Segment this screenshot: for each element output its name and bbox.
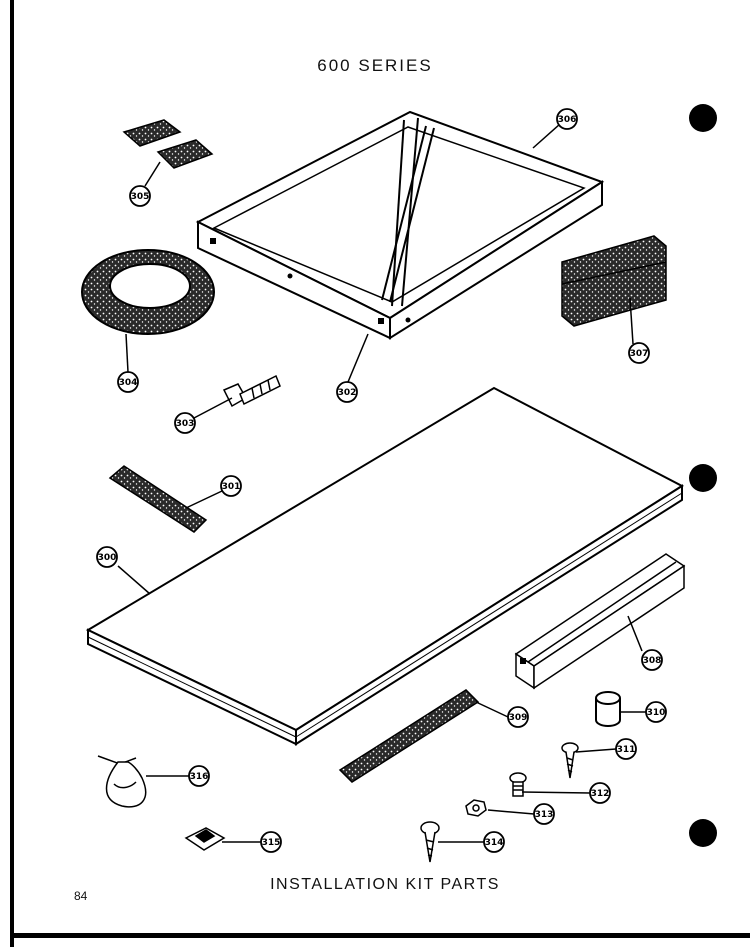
callout-circle <box>174 412 196 434</box>
callout-label: 302 <box>338 388 357 398</box>
callout-300: 300 <box>96 546 118 568</box>
spacer-drawing <box>595 691 621 727</box>
callout-label: 315 <box>262 838 281 848</box>
foam-pads-drawing <box>122 119 214 169</box>
callout-circle <box>260 831 282 853</box>
callout-label: 307 <box>630 349 649 359</box>
callout-circle <box>615 738 637 760</box>
callout-305: 305 <box>129 185 151 207</box>
channel-drawing <box>514 553 686 690</box>
callout-314: 314 <box>483 831 505 853</box>
callout-label: 313 <box>535 810 554 820</box>
callout-308: 308 <box>641 649 663 671</box>
callout-310: 310 <box>645 701 667 723</box>
panel-drawing <box>85 386 685 746</box>
part-callouts: 300 301 302 303 304 305 306 307 308 309 310 311 312 3… <box>96 108 667 853</box>
callout-315: 315 <box>260 831 282 853</box>
callout-label: 312 <box>591 789 610 799</box>
screw-311-drawing <box>561 742 579 779</box>
callout-label: 304 <box>119 378 138 388</box>
punch-hole-bottom <box>689 819 717 847</box>
callout-circle <box>589 782 611 804</box>
callout-circle <box>641 649 663 671</box>
callout-circle <box>533 803 555 825</box>
callout-label: 310 <box>647 708 666 718</box>
leader-lines <box>117 123 646 843</box>
callout-307: 307 <box>628 342 650 364</box>
callout-label: 316 <box>190 772 209 782</box>
callout-label: 305 <box>131 192 150 202</box>
callout-304: 304 <box>117 371 139 393</box>
page-number: 84 <box>74 889 88 903</box>
page-left-border <box>10 0 14 947</box>
callout-309: 309 <box>507 706 529 728</box>
page-bottom-border <box>10 933 750 938</box>
callout-label: 308 <box>643 656 662 666</box>
callout-circle <box>645 701 667 723</box>
callout-circle <box>117 371 139 393</box>
callout-label: 300 <box>98 553 117 563</box>
callout-label: 303 <box>176 419 195 429</box>
callout-312: 312 <box>589 782 611 804</box>
parts-bag-drawing <box>97 755 147 808</box>
screw-314-drawing <box>420 821 440 863</box>
foam-strip-drawing <box>108 465 208 533</box>
callout-circle <box>220 475 242 497</box>
nut-drawing <box>465 799 487 817</box>
callout-303: 303 <box>174 412 196 434</box>
punch-hole-top <box>689 104 717 132</box>
diagram-title: 600 SERIES <box>317 56 433 75</box>
clip-drawing <box>184 827 226 851</box>
punch-hole-middle <box>689 464 717 492</box>
diagram-caption: INSTALLATION KIT PARTS <box>270 876 500 893</box>
callout-311: 311 <box>615 738 637 760</box>
callout-label: 301 <box>222 482 241 492</box>
callout-circle <box>188 765 210 787</box>
seal-strip-drawing <box>338 689 480 783</box>
callout-circle <box>628 342 650 364</box>
callout-label: 306 <box>558 115 577 125</box>
callout-316: 316 <box>188 765 210 787</box>
callout-label: 314 <box>485 838 504 848</box>
callout-circle <box>507 706 529 728</box>
foam-block-drawing <box>561 235 667 327</box>
bolt-drawing <box>222 374 281 408</box>
callout-label: 311 <box>617 745 636 755</box>
frame-drawing <box>195 110 605 340</box>
callout-circle <box>336 381 358 403</box>
callout-302: 302 <box>336 381 358 403</box>
callout-circle <box>129 185 151 207</box>
callout-301: 301 <box>220 475 242 497</box>
callout-circle <box>96 546 118 568</box>
screw-312-drawing <box>509 772 527 797</box>
foam-roll-drawing <box>81 249 215 335</box>
callout-circle <box>556 108 578 130</box>
callout-313: 313 <box>533 803 555 825</box>
callout-label: 309 <box>509 713 528 723</box>
callout-circle <box>483 831 505 853</box>
callout-306: 306 <box>556 108 578 130</box>
